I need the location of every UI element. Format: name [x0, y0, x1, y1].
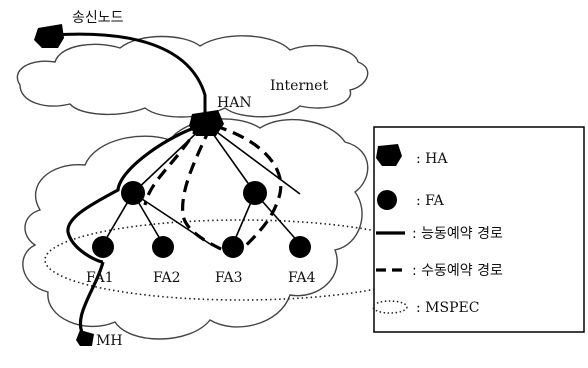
- fa1-node: [92, 236, 114, 258]
- fa4-label: FA4: [288, 270, 316, 286]
- legend-fa-label: : FA: [416, 193, 445, 209]
- han-label: HAN: [217, 95, 252, 111]
- fa2-label: FA2: [153, 270, 181, 286]
- passive-reservation-paths: [143, 123, 283, 257]
- sender-label: 송신노드: [72, 10, 124, 26]
- legend-box: [373, 126, 585, 333]
- internet-label: Internet: [270, 78, 328, 94]
- sender-node: [34, 24, 64, 48]
- access-network-cloud: [22, 118, 369, 340]
- legend-mspec-icon: [372, 300, 408, 314]
- fa4-node: [289, 236, 311, 258]
- legend-ha-label: : HA: [416, 151, 448, 167]
- mh-label: MH: [96, 333, 123, 349]
- internet-cloud: [16, 35, 369, 118]
- fa-node-right: [243, 181, 267, 205]
- legend-ha-icon: [376, 144, 402, 166]
- legend-passive-label: : 수동예약 경로: [412, 263, 503, 279]
- sender-to-han-path: [51, 32, 207, 118]
- fa1-label: FA1: [86, 270, 114, 286]
- fa-node-left: [121, 181, 145, 205]
- active-reservation-path: [66, 124, 201, 339]
- mh-node: [76, 330, 94, 346]
- fa2-node: [152, 236, 174, 258]
- legend-fa-icon: [377, 190, 397, 210]
- han-node: [189, 110, 224, 136]
- fa3-label: FA3: [215, 270, 243, 286]
- legend-active-label: : 능동예약 경로: [412, 226, 503, 242]
- fa3-node: [222, 236, 244, 258]
- legend-mspec-label: : MSPEC: [416, 300, 479, 316]
